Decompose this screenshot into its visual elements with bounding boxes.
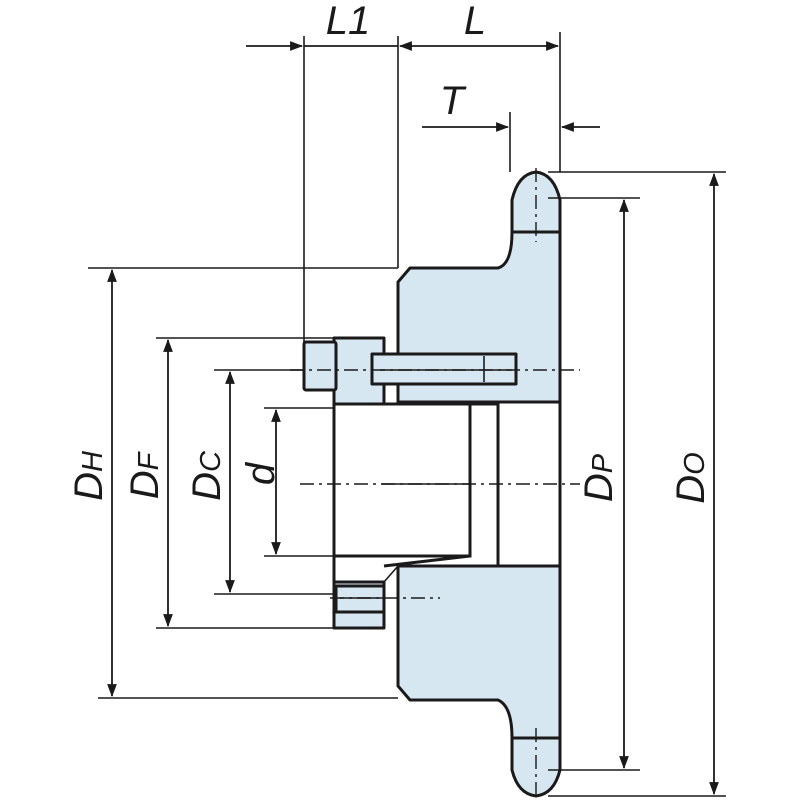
bolt-lower-shank <box>334 584 386 614</box>
label-DC: DC <box>185 450 229 501</box>
label-d: d <box>239 461 283 485</box>
bolt-lower <box>334 584 386 614</box>
bore-outline <box>332 232 562 738</box>
extension-lines <box>88 32 726 797</box>
label-DH: DH <box>67 451 111 501</box>
bolt-head <box>302 340 338 392</box>
label-DP: DP <box>577 453 621 502</box>
label-L: L <box>464 0 486 43</box>
bolt-shank <box>370 352 518 386</box>
dimension-arrows <box>107 41 719 796</box>
label-L1: L1 <box>326 0 371 43</box>
label-DO: DO <box>669 452 713 503</box>
label-T: T <box>440 79 467 123</box>
sprocket-lower-plate-hub <box>396 564 562 740</box>
bolt-upper <box>302 340 518 392</box>
label-DF: DF <box>123 450 167 499</box>
